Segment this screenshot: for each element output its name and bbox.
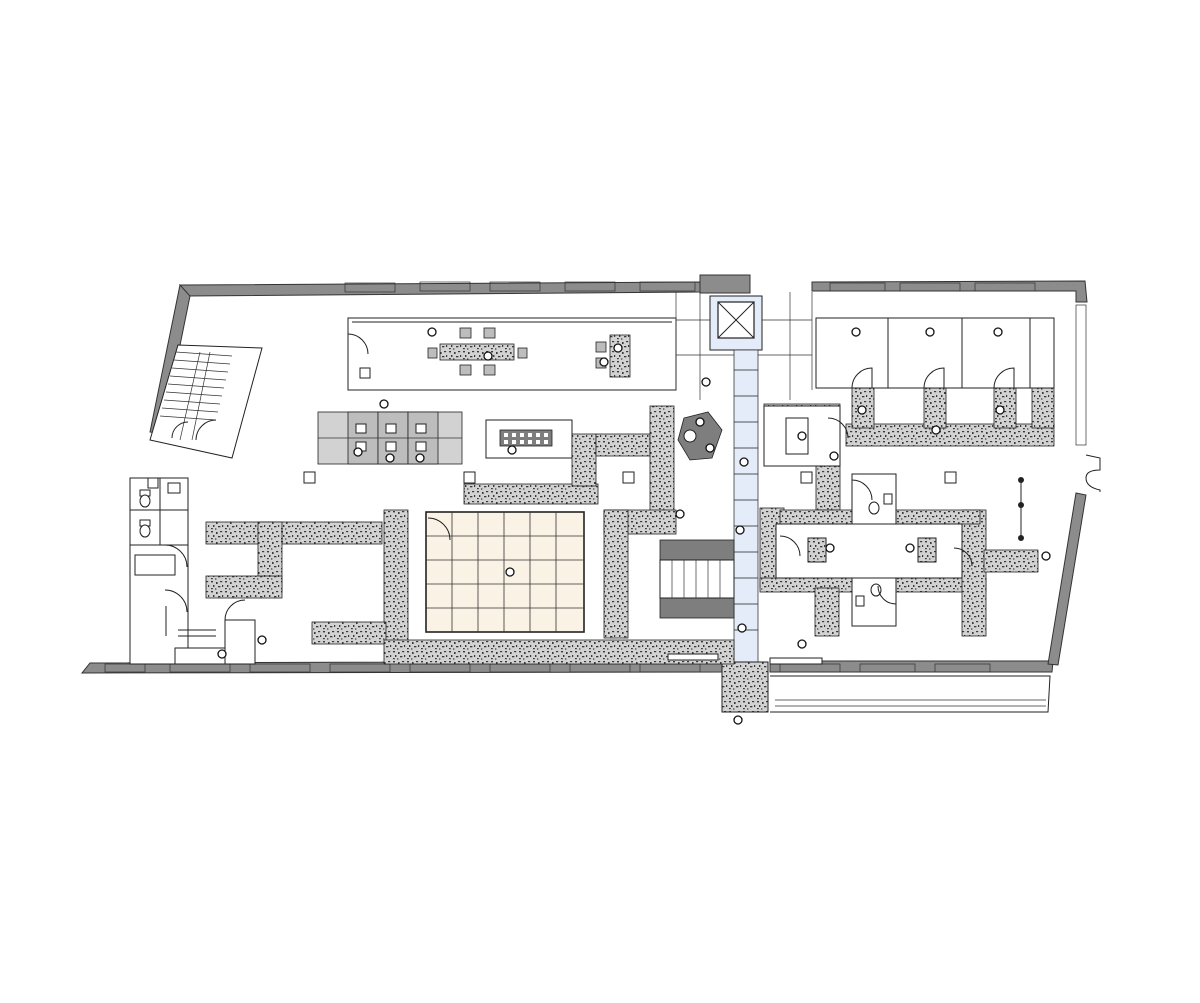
- elevator-shaft: [699, 274, 751, 294]
- door-swing-icon: [347, 333, 369, 355]
- wall-east-diag: [1047, 492, 1087, 666]
- escalator: [659, 539, 735, 619]
- toilet-icon: [139, 482, 181, 538]
- escalator-icon: [671, 560, 721, 598]
- column-icon: [303, 471, 957, 484]
- column-icon: [359, 367, 371, 379]
- elevator: [709, 295, 763, 351]
- reception-counter: [485, 419, 573, 459]
- window-east: [1075, 304, 1087, 446]
- entrance-east: [1085, 454, 1101, 492]
- door-swing-icon: [195, 419, 217, 441]
- workroom-east: [775, 523, 973, 579]
- workstation-runs: [205, 339, 1055, 665]
- bench-south-east: [769, 657, 823, 665]
- meeting-room-north: [347, 317, 677, 391]
- stair-core-west: [149, 344, 263, 459]
- person-figure-icon: [217, 327, 1051, 725]
- bench-south: [667, 653, 719, 661]
- stand-fixture: [1018, 477, 1024, 541]
- door-swing-icon: [427, 517, 451, 541]
- wall-north-east: [811, 280, 1088, 303]
- staircase-icon: [159, 351, 233, 441]
- toilet-block-west: [129, 477, 256, 665]
- windows-north: [344, 281, 1036, 293]
- feature-room: [425, 511, 585, 633]
- planter-south: [721, 661, 769, 713]
- private-offices-ne: [815, 317, 1055, 389]
- walkway-spine: [733, 349, 759, 663]
- terrace: [770, 675, 1051, 713]
